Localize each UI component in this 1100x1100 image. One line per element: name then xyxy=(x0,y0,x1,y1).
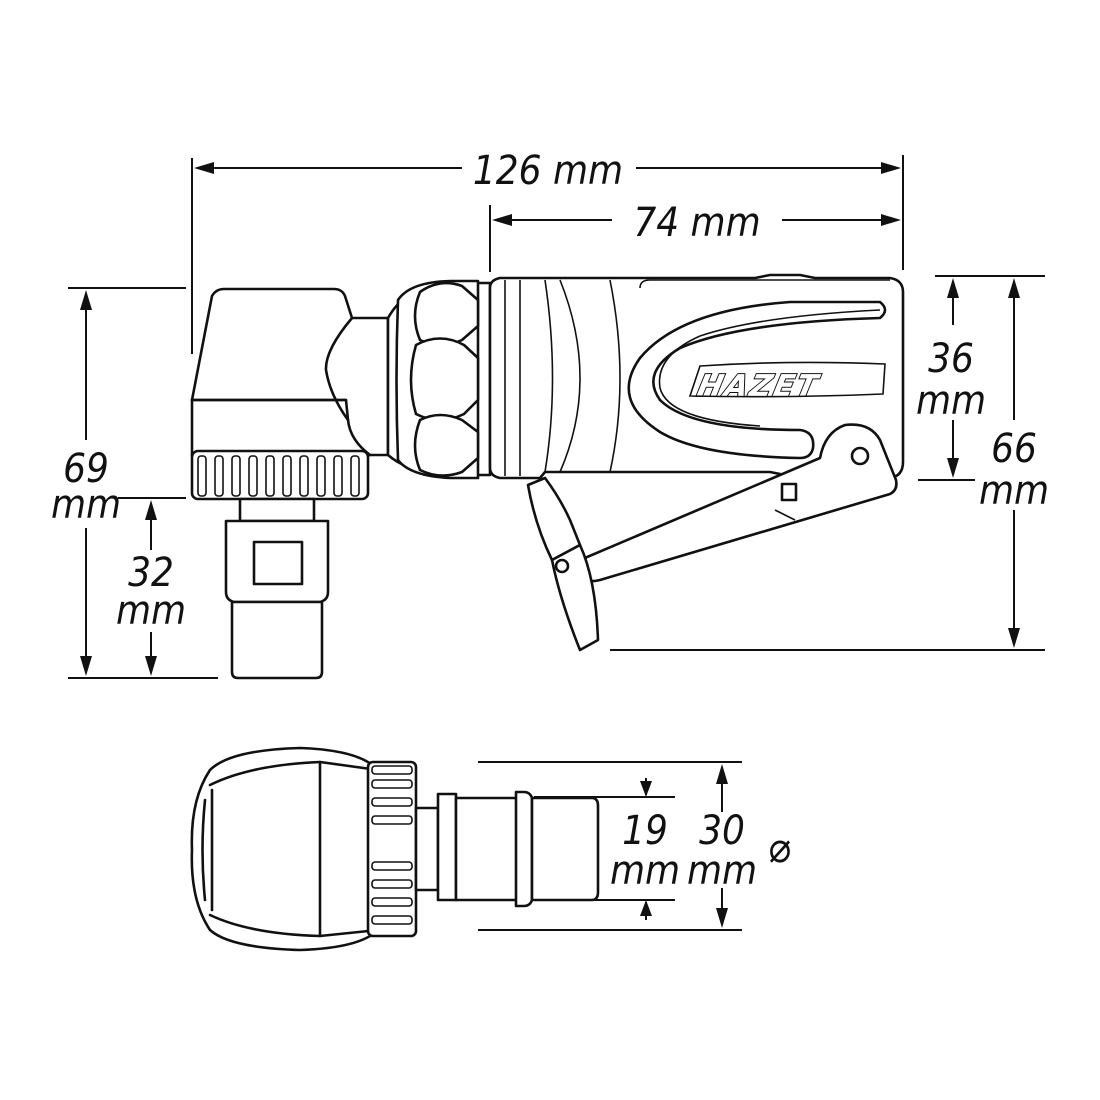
front-view xyxy=(190,746,600,952)
pivot-pin xyxy=(850,446,870,466)
dim-overall-height-unit: mm xyxy=(979,468,1049,514)
neck-nut xyxy=(386,279,492,480)
dim-inner-diameter-unit: mm xyxy=(610,848,680,894)
dim-motor-length: 74 mm xyxy=(633,200,760,246)
angle-head xyxy=(190,287,390,457)
serrated-collar xyxy=(190,449,370,501)
brand-logo: HAZET xyxy=(694,369,823,404)
dim-head-height-unit: mm xyxy=(51,482,121,528)
trigger-lever xyxy=(526,423,898,652)
dim-body-height-value: 36 xyxy=(928,336,974,382)
side-view: HAZET xyxy=(190,273,905,680)
dim-overall-height-value: 66 xyxy=(991,426,1037,472)
dim-outer-diameter-unit: mm xyxy=(687,848,757,894)
dim-socket-height-unit: mm xyxy=(116,588,186,634)
dimension-lines: 126 mm 74 mm 36 mm 66 mm 69 mm xyxy=(51,148,1049,931)
dim-outer-diameter-value: 30 xyxy=(699,808,745,854)
dim-head-height-value: 69 xyxy=(63,446,109,492)
motor-body: HAZET xyxy=(488,273,905,480)
diameter-symbol: ⌀ xyxy=(769,823,792,872)
dim-body-height-unit: mm xyxy=(916,378,986,424)
dim-inner-diameter-value: 19 xyxy=(622,808,668,854)
dim-overall-length: 126 mm xyxy=(473,148,623,194)
dim-socket-height-value: 32 xyxy=(128,550,174,596)
socket xyxy=(224,497,330,680)
